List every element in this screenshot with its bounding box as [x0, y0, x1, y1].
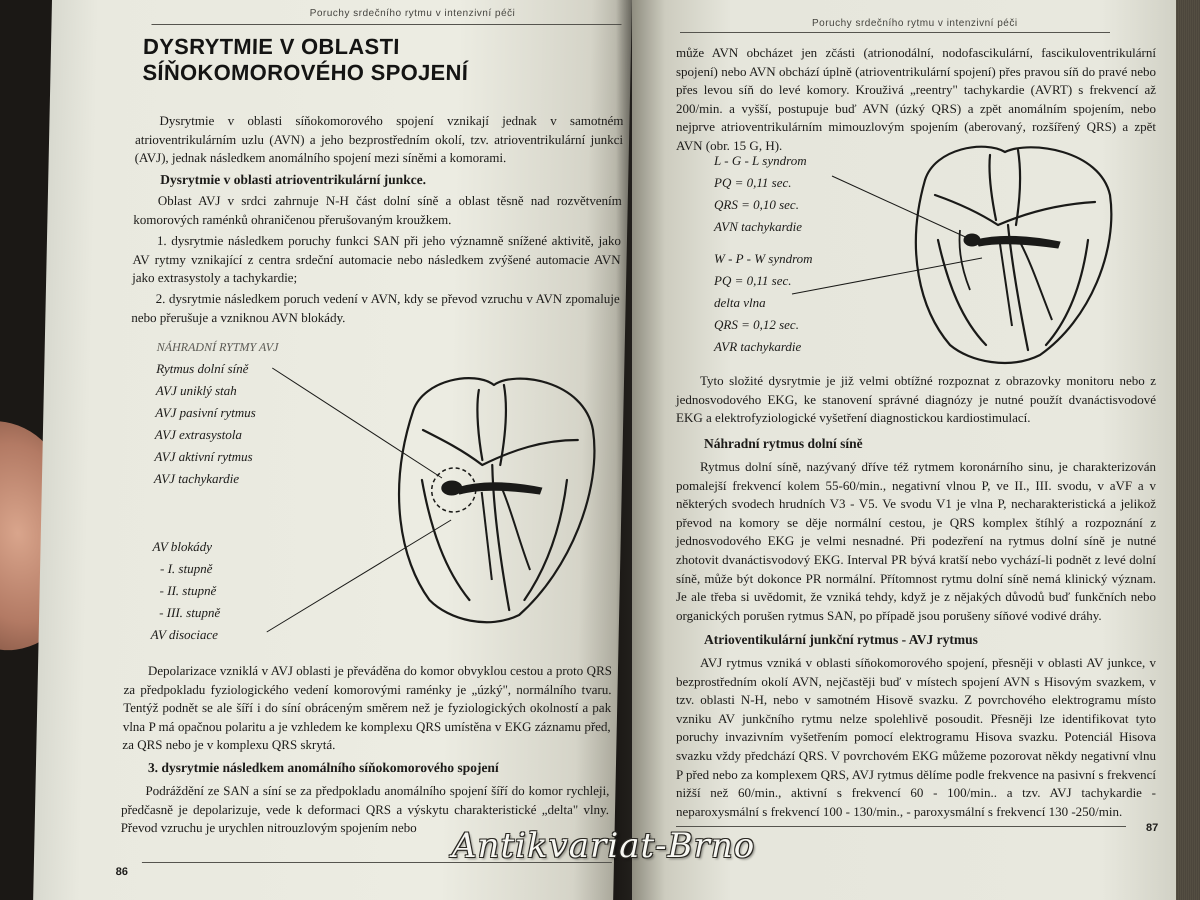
his-bundle: [975, 235, 1061, 249]
bundle-branch-left: [999, 243, 1013, 327]
figure-label: PQ = 0,11 sec.: [714, 273, 792, 288]
figure-labels-lgl: L - G - L syndrom PQ = 0,11 sec. QRS = 0…: [714, 150, 807, 238]
figure-label: delta vlna: [714, 295, 766, 310]
leader-line: [266, 519, 452, 633]
figure-label: AVR tachykardie: [714, 339, 802, 354]
page-edges: [1176, 0, 1200, 900]
left-page: Poruchy srdečního rytmu v intenzivní péč…: [33, 0, 632, 900]
ventricle-wall-left: [936, 238, 988, 347]
ventricle-wall-left: [420, 478, 471, 602]
ventricle-wall-right: [1044, 238, 1090, 347]
paragraph-lower-atrial: Rytmus dolní síně, nazývaný dříve též ry…: [676, 459, 1156, 623]
figure-label: W - P - W syndrom: [714, 251, 813, 266]
bundle-branch-right: [500, 487, 531, 571]
atrial-wall: [933, 193, 1097, 227]
right-page: Poruchy srdečního rytmu v intenzivní péč…: [632, 0, 1184, 900]
leader-line: [791, 257, 983, 295]
page-number-right: 87: [1146, 822, 1159, 834]
figure-labels-wpw: W - P - W syndrom PQ = 0,11 sec. delta v…: [714, 248, 813, 358]
heart-diagram-left: [398, 377, 596, 624]
subhead-anomalous: 3. dysrytmie následkem anomálního síňoko…: [147, 760, 499, 775]
subhead-lower-atrial: Náhradní rytmus dolní síně: [704, 436, 863, 451]
paragraph-avn-bypass: může AVN obcházet jen zčásti (atrionodál…: [676, 45, 1156, 153]
figure-label: AVN tachykardie: [714, 219, 803, 234]
figure-label: L - G - L syndrom: [714, 153, 807, 168]
bundle-branch-left: [480, 491, 493, 581]
paragraph-complex-dysrhythmia: Tyto složité dysrytmie je již velmi obtí…: [676, 373, 1156, 426]
bundle-branch-right: [1019, 241, 1053, 321]
avj-dashed-ring: [430, 467, 477, 513]
leader-line: [272, 367, 443, 479]
page-number-left: 86: [115, 866, 129, 878]
aorta: [476, 383, 508, 467]
heart-outline: [398, 377, 596, 624]
figure-label: QRS = 0,10 sec.: [714, 197, 799, 212]
footer-rule-right: [676, 826, 1126, 827]
ventricle-wall-right: [523, 478, 569, 602]
paragraph-depolarization: Depolarizace vzniklá v AVJ oblasti je př…: [122, 663, 613, 753]
paragraph-avj-rhythm: AVJ rytmus vzniká v oblasti síňokomorové…: [676, 655, 1156, 819]
subhead-avj-rhythm: Atrioventikulární junkční rytmus - AVJ r…: [704, 632, 978, 647]
leader-lines-left: [266, 367, 452, 633]
figure-label: QRS = 0,12 sec.: [714, 317, 799, 332]
atrial-wall: [421, 428, 579, 467]
header-rule-right: [680, 32, 1110, 33]
heart-diagram-right: [914, 145, 1113, 365]
seller-watermark: Antikvariat-Brno: [452, 826, 756, 866]
figure-label: PQ = 0,11 sec.: [714, 175, 792, 190]
accessory-pathway: [958, 229, 971, 291]
heart-outline: [914, 145, 1113, 365]
leader-lines-right: [791, 175, 983, 295]
leader-line: [831, 175, 973, 241]
septum: [491, 463, 511, 612]
running-head-right: Poruchy srdečního rytmu v intenzivní péč…: [812, 18, 1018, 29]
